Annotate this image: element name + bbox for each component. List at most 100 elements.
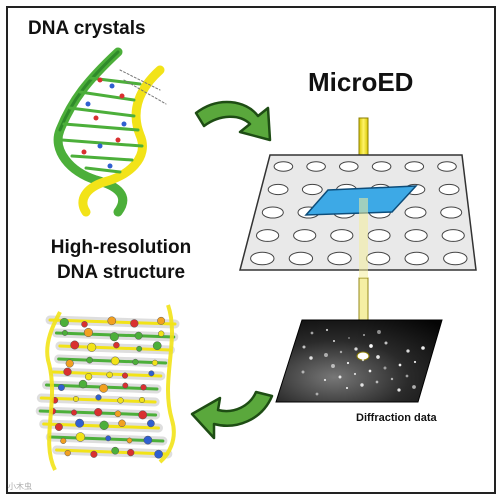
diffraction-spot xyxy=(397,388,401,392)
grid-hole xyxy=(288,251,314,266)
diffraction-spot xyxy=(405,374,409,378)
atom xyxy=(86,356,93,364)
atom xyxy=(132,358,139,366)
atom xyxy=(138,410,148,420)
diffraction-spot xyxy=(333,340,335,342)
diffraction-spot xyxy=(368,369,372,373)
grid-hole xyxy=(256,229,280,242)
backbone-strand xyxy=(45,311,62,471)
atom xyxy=(61,329,68,336)
diffraction-spot xyxy=(413,360,417,364)
atom xyxy=(114,410,122,418)
curved-arrow-right-icon xyxy=(194,100,272,142)
atom xyxy=(106,371,113,379)
atom xyxy=(136,345,143,352)
diffraction-spot xyxy=(346,361,350,365)
atom xyxy=(75,418,85,428)
atom xyxy=(63,367,72,376)
diffraction-spot xyxy=(421,346,425,350)
atom xyxy=(84,373,93,381)
grid-hole xyxy=(267,183,289,196)
diffraction-spot xyxy=(323,378,327,382)
grid-hole xyxy=(365,251,391,266)
atom xyxy=(152,341,162,351)
atom xyxy=(87,342,97,352)
grid-hole xyxy=(273,161,294,172)
atom xyxy=(134,331,143,340)
atom xyxy=(113,341,120,349)
grid-hole xyxy=(327,251,352,266)
grid-hole xyxy=(339,161,359,172)
atom xyxy=(126,437,133,444)
atom xyxy=(78,379,88,389)
diffraction-spot xyxy=(331,364,335,368)
diffraction-spot xyxy=(384,341,388,345)
diffraction-spot xyxy=(398,363,402,367)
curved-arrow-left-icon xyxy=(190,390,274,440)
grid-hole xyxy=(438,183,460,196)
atom xyxy=(65,359,74,368)
atom xyxy=(148,370,155,377)
atom xyxy=(147,419,155,428)
atom xyxy=(59,317,69,328)
atom xyxy=(105,435,112,442)
dna-helix-icon xyxy=(53,47,167,217)
diffraction-spot xyxy=(377,330,381,334)
diffraction-data-label: Diffraction data xyxy=(356,412,437,424)
atom xyxy=(81,321,88,328)
diffraction-spot xyxy=(369,344,373,348)
diffraction-pattern-icon xyxy=(275,319,443,403)
high-resolution-title-line1: High-resolution xyxy=(50,237,192,258)
grid-hole xyxy=(330,229,354,242)
atom xyxy=(64,449,71,457)
watermark: 小木虫 xyxy=(8,482,32,491)
atom xyxy=(99,383,109,393)
atom xyxy=(111,446,120,455)
diffraction-spot xyxy=(390,377,394,381)
atom xyxy=(70,409,78,416)
atom xyxy=(99,420,109,430)
atom xyxy=(139,396,145,403)
atom xyxy=(151,359,158,366)
atom xyxy=(121,372,129,379)
grid-hole xyxy=(367,229,391,242)
diffraction-spot xyxy=(406,349,410,353)
atom xyxy=(107,316,117,326)
atom xyxy=(122,382,129,389)
high-resolution-title-line2: DNA structure xyxy=(56,262,186,283)
diffraction-spot xyxy=(315,392,319,396)
atom xyxy=(72,396,79,402)
atom xyxy=(157,316,166,325)
atom xyxy=(130,319,139,328)
atom xyxy=(94,408,103,417)
diffraction-spot xyxy=(354,347,358,351)
grid-hole xyxy=(404,206,427,219)
diffraction-spot xyxy=(310,331,314,335)
diffraction-spot xyxy=(376,355,380,359)
atom xyxy=(95,394,102,401)
diffraction-spot xyxy=(302,345,306,349)
molecular-density-icon xyxy=(35,304,180,471)
atom xyxy=(54,423,63,431)
grid-hole xyxy=(261,206,284,219)
atom xyxy=(143,435,153,445)
atom xyxy=(57,384,65,391)
dna-crystals-title: DNA crystals xyxy=(28,18,146,39)
grid-hole xyxy=(306,161,326,172)
diffraction-spot xyxy=(339,350,343,354)
diffraction-spot xyxy=(360,383,364,387)
atom xyxy=(70,340,80,350)
diffraction-spot xyxy=(309,356,313,360)
grid-hole xyxy=(443,251,468,266)
diffraction-spot xyxy=(363,334,365,336)
grid-hole xyxy=(293,229,317,242)
grid-hole xyxy=(301,183,323,196)
atom xyxy=(118,419,126,428)
atom xyxy=(90,450,98,458)
diffraction-spot xyxy=(348,337,350,339)
atom xyxy=(154,449,163,459)
grid-hole xyxy=(440,206,463,219)
grid-hole xyxy=(437,161,457,172)
diffraction-spot xyxy=(375,380,379,384)
